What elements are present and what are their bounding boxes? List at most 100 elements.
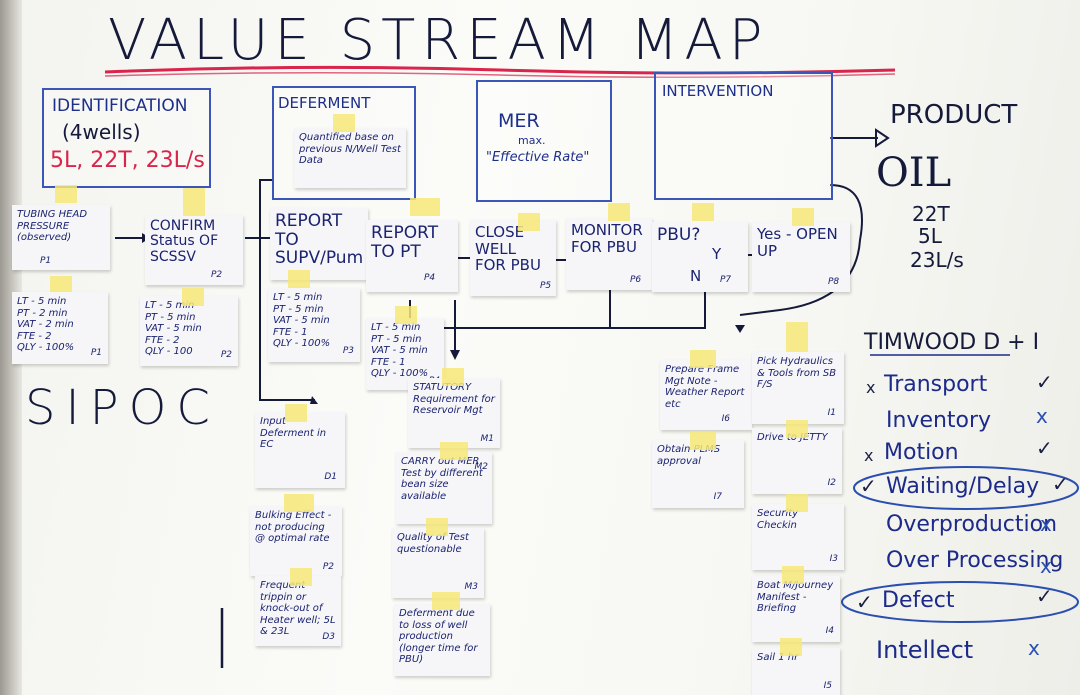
timwood-prefix: ✓ (856, 590, 873, 614)
mer-text: "Effective Rate" (486, 150, 590, 165)
process-step: TUBING HEAD PRESSURE (observed) P1 (12, 205, 110, 270)
metric-line: VAT - 2 min (17, 319, 74, 330)
issue-note-code: I5 (823, 680, 832, 691)
issue-note: Bulking Effect - not producing @ optimal… (250, 506, 342, 576)
product-type: OIL (876, 150, 952, 196)
issue-note: Security Checkin I3 (752, 504, 844, 570)
timwood-item: Defect (882, 588, 955, 613)
tape (786, 494, 808, 512)
mer-box: MER max. "Effective Rate" (476, 80, 612, 202)
issue-note-text: Sail 1 hr (757, 652, 799, 663)
process-step-text: PBU? (657, 225, 701, 245)
deferment-box: DEFERMENT Quantified base on previous N/… (272, 86, 416, 200)
issue-note-code: D3 (322, 631, 335, 642)
deferment-label: DEFERMENT (278, 94, 371, 112)
issue-note: Obtain PLMS approval I7 (652, 440, 744, 508)
metric-line: QLY - 100% (371, 368, 429, 379)
process-step: PBU? Y N P7 (652, 222, 748, 292)
issue-note-code: M3 (464, 581, 479, 592)
metric-line: VAT - 5 min (145, 323, 202, 334)
process-step-text: MONITOR FOR PBU (571, 221, 643, 256)
mer-label: MER (498, 110, 540, 132)
process-step-code: P5 (540, 281, 552, 292)
issue-note: Boat M/Journey Manifest - Briefing I4 (752, 576, 840, 642)
tape (780, 638, 802, 656)
tape (55, 185, 77, 203)
metric-line: PT - 2 min (17, 307, 68, 319)
issue-note-code: I1 (827, 407, 836, 418)
issue-note: CARRY out MER Test by different bean siz… (396, 452, 492, 524)
tape (786, 420, 808, 438)
issue-note: Frequent trippin or knock-out of Heater … (255, 576, 341, 646)
issue-note-text: Obtain PLMS approval (657, 444, 721, 467)
process-step-code: P6 (630, 275, 642, 286)
product-count-3: 23L/s (910, 248, 964, 272)
issue-note-text: Bulking Effect - not producing @ optimal… (255, 510, 332, 544)
process-step-text: TUBING HEAD PRESSURE (observed) (17, 209, 88, 243)
timwood-prefix: x (866, 378, 876, 397)
process-step: REPORT TO SUPV/Pum (270, 208, 368, 280)
identification-box: IDENTIFICATION (4wells) 5L, 22T, 23L/s (42, 88, 211, 188)
cross-icon: x (1040, 554, 1052, 578)
process-step-code: P7 (720, 275, 732, 286)
product-count-1: 22T (912, 202, 950, 226)
mer-sub: max. (518, 134, 546, 147)
issue-note: STATUTORY Requirement for Reservoir Mgt … (408, 378, 500, 448)
check-icon: ✓ (1036, 436, 1053, 460)
sipoc-label: SIPOC (25, 380, 220, 436)
process-step-code: P8 (828, 277, 840, 288)
process-step-text: CLOSE WELL FOR PBU (475, 223, 541, 274)
process-step: REPORT TO PT P4 (366, 220, 458, 292)
metric-line: QLY - 100% (17, 342, 75, 353)
metric-line: QLY - 100% (273, 338, 331, 349)
issue-note-text: Input Deferment in EC (260, 416, 327, 450)
pbu-yes-label: Y (712, 245, 722, 263)
timwood-item: Inventory (886, 408, 992, 433)
metric-code: P2 (220, 349, 232, 360)
identification-label: IDENTIFICATION (52, 96, 188, 116)
process-step: CLOSE WELL FOR PBU P5 (470, 220, 556, 296)
process-step: Yes - OPEN UP P8 (752, 222, 850, 292)
tape (786, 322, 808, 352)
timwood-item: Intellect (876, 636, 974, 664)
issue-note-text: STATUTORY Requirement for Reservoir Mgt (413, 382, 495, 416)
pbu-no-label: N (690, 267, 702, 285)
tape (182, 288, 204, 306)
tape (284, 494, 314, 512)
issue-note: Input Deferment in EC D1 (255, 412, 345, 488)
issue-note: Pick Hydraulics & Tools from SB F/S I1 (752, 352, 844, 424)
tape (395, 306, 417, 324)
tape (432, 592, 460, 610)
metric-line: VAT - 5 min (273, 315, 330, 326)
issue-note: Deferment due to loss of well production… (394, 604, 490, 676)
metrics-note: LT - 5 min PT - 2 min VAT - 2 min FTE - … (12, 292, 108, 364)
issue-note-code: I7 (713, 491, 722, 502)
metric-line: PT - 5 min (273, 303, 324, 315)
metric-line: FTE - 1 (273, 326, 308, 338)
check-icon: ✓ (1036, 584, 1053, 608)
issue-note: Prepare Frame Mgt Note - Weather Report … (660, 360, 752, 430)
tape (442, 368, 464, 386)
metric-line: FTE - 2 (145, 334, 180, 346)
cross-icon: x (1028, 636, 1040, 660)
metric-line: LT - 5 min (273, 292, 323, 303)
issue-note-code: P2 (322, 561, 334, 572)
issue-note-code: I6 (721, 413, 730, 424)
identification-sub: (4wells) (62, 120, 141, 144)
tape (290, 568, 312, 586)
issue-note-code: D1 (324, 471, 337, 482)
issue-note: Quality of Test questionable M3 (392, 528, 484, 598)
tape (690, 350, 716, 368)
tape (692, 203, 714, 221)
metric-line: LT - 5 min (371, 322, 421, 333)
page-title: VALUE STREAM MAP (108, 8, 769, 73)
issue-note-code: M2 (474, 462, 489, 472)
identification-values: 5L, 22T, 23L/s (50, 148, 205, 173)
issue-note-text: Boat M/Journey Manifest - Briefing (757, 580, 834, 614)
tape (518, 213, 540, 231)
intervention-label: INTERVENTION (662, 82, 774, 100)
tape (285, 404, 307, 422)
product-count-2: 5L (918, 224, 942, 248)
check-icon: ✓ (1052, 472, 1069, 496)
